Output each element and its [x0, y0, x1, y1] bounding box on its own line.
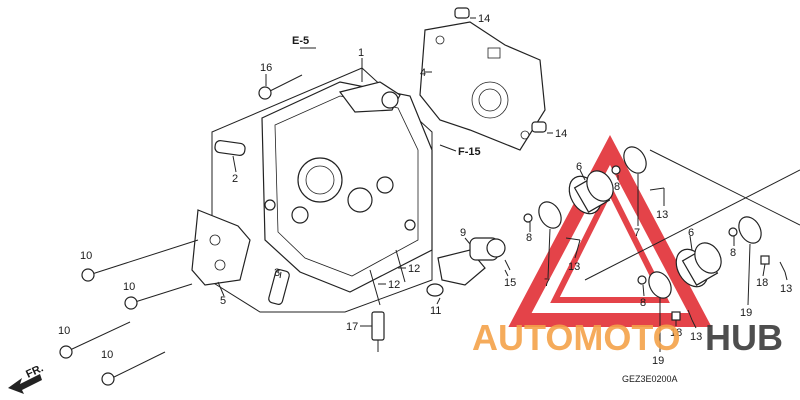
clamp-19-a	[648, 271, 672, 299]
label-13-b: 13	[568, 261, 580, 273]
label-17: 17	[346, 321, 358, 333]
ref-f15-arrow-icon	[439, 144, 457, 152]
bolts-10	[59, 239, 199, 386]
label-4: 4	[420, 67, 426, 79]
label-13-a: 13	[656, 209, 668, 221]
bolt-15	[504, 259, 511, 271]
front-arrow-icon	[8, 374, 42, 394]
nut-8-d	[637, 275, 647, 285]
label-3: 3	[274, 267, 280, 279]
watermark-text-hub: HUB	[705, 317, 783, 358]
label-10-c: 10	[58, 325, 70, 337]
collar-18-a	[760, 255, 770, 265]
nut-8-c	[728, 227, 738, 237]
gasket-part	[419, 21, 546, 151]
label-9: 9	[460, 227, 466, 239]
screw-13-b	[565, 237, 581, 241]
label-7-b: 7	[634, 227, 640, 239]
label-19-a: 19	[740, 307, 752, 319]
cover-plate-5	[191, 209, 251, 286]
dowel-pin-top	[454, 7, 470, 19]
ref-e5: E-5	[292, 35, 309, 47]
watermark-inner-triangle-icon	[550, 183, 670, 303]
label-7-a: 7	[544, 277, 550, 289]
label-10-a: 10	[80, 250, 92, 262]
valve-guide-3	[268, 269, 290, 305]
screw-13-d	[687, 309, 693, 321]
label-8-d: 8	[640, 297, 646, 309]
intake-pipe-9	[437, 237, 506, 286]
label-8-b: 8	[614, 181, 620, 193]
label-8-c: 8	[730, 247, 736, 259]
label-15: 15	[504, 277, 516, 289]
label-14-b: 14	[555, 128, 567, 140]
stud-12-a	[369, 269, 381, 306]
part-labels: 1 2 3 4 5 6 6 7 7 8 8 8 8 9 10 10 10 10 …	[58, 13, 792, 367]
nut-8-a	[523, 213, 533, 223]
diagram-code: GEZ3E0200A	[622, 374, 678, 384]
label-8-a: 8	[526, 232, 532, 244]
label-10-d: 10	[101, 349, 113, 361]
label-13-d: 13	[690, 331, 702, 343]
dowel-pin-bottom	[531, 121, 547, 133]
label-11: 11	[430, 305, 441, 317]
label-16: 16	[260, 62, 272, 74]
label-10-b: 10	[123, 281, 135, 293]
label-18-b: 18	[670, 327, 682, 339]
clamp-7-b	[623, 146, 647, 174]
valve-guide-2	[214, 140, 246, 156]
screw-13-c	[779, 261, 786, 273]
label-1: 1	[358, 47, 364, 59]
watermark-triangle-icon	[508, 135, 712, 327]
insulator-6-bottom	[675, 242, 722, 288]
group-divider-2	[649, 149, 800, 226]
spark-plug-17	[371, 311, 385, 352]
clamp-7-a	[538, 201, 562, 229]
watermark-text-automoto: AUTOMOTO	[472, 317, 681, 358]
label-6-b: 6	[688, 227, 694, 239]
label-2: 2	[232, 173, 238, 185]
o-ring-11	[426, 283, 444, 297]
cylinder-head-part	[261, 81, 433, 293]
label-14-a: 14	[478, 13, 490, 25]
label-12-b: 12	[388, 279, 400, 291]
label-12-a: 12	[408, 263, 420, 275]
label-6-a: 6	[576, 161, 582, 173]
stud-12-b	[395, 249, 406, 283]
label-18-a: 18	[756, 277, 768, 289]
nut-8-b	[611, 165, 621, 175]
label-13-c: 13	[780, 283, 792, 295]
ref-f15: F-15	[458, 146, 481, 158]
insulator-6-top	[568, 170, 614, 215]
bolt-16	[258, 74, 303, 100]
group-divider	[584, 169, 800, 281]
screw-13-a	[649, 187, 665, 191]
label-19-b: 19	[652, 355, 664, 367]
clamp-19-b	[738, 216, 762, 244]
leader-lines	[217, 17, 788, 352]
watermark-logo	[508, 135, 712, 327]
front-label: FR.	[24, 362, 45, 380]
label-5: 5	[220, 295, 226, 307]
